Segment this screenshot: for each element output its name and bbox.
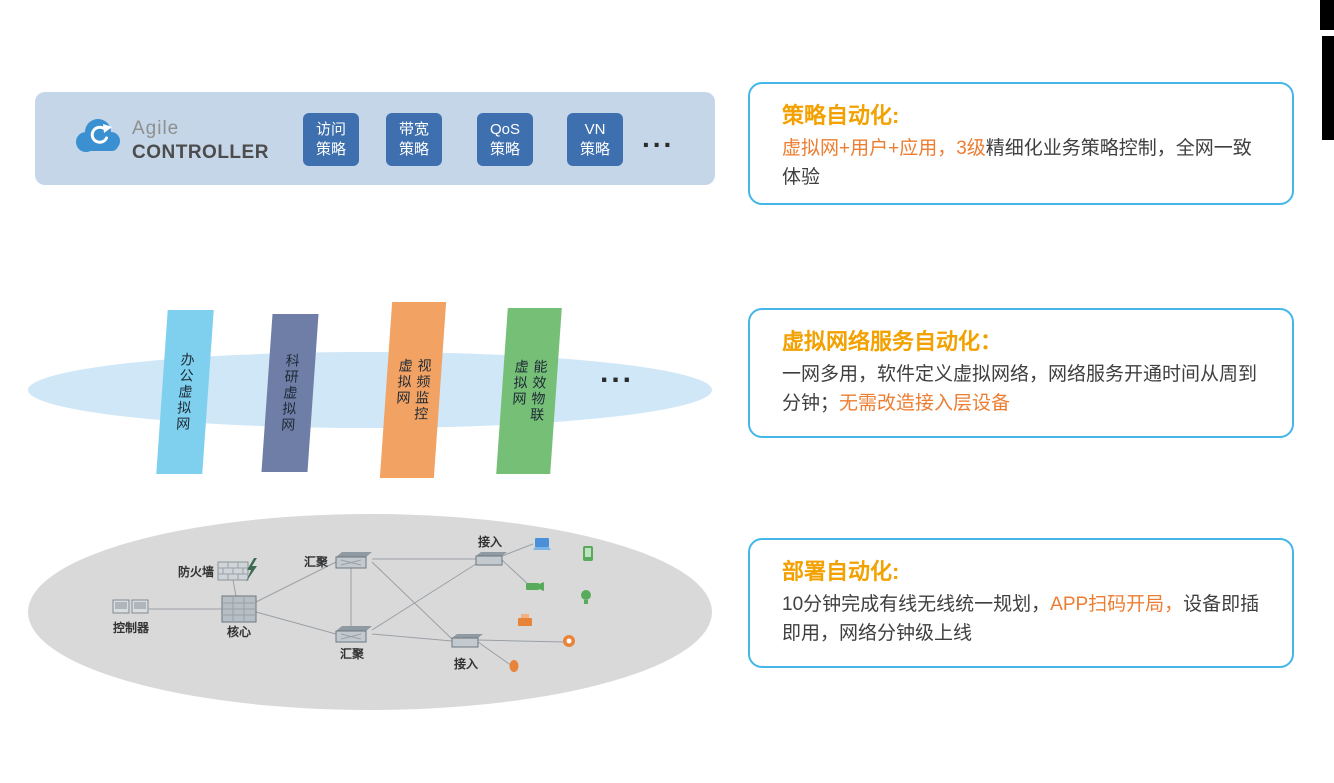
controller-icon <box>112 599 149 614</box>
edge-artifact-bar-top <box>1320 0 1334 30</box>
vn-plane-office-label: 办公虚拟网 <box>174 352 197 432</box>
vn-plane-research-label: 科研虚拟网 <box>279 353 302 433</box>
body-segment: 虚拟网+用户+应用，3级 <box>782 138 986 159</box>
body-segment: 设备即插即用，网络分钟级上线 <box>782 594 1260 644</box>
body-segment: 精细化业务策略控制，全网一致体验 <box>782 138 1252 188</box>
callout-policy-title: 策略自动化: <box>782 103 900 128</box>
callout-policy-body: 虚拟网+用户+应用，3级精细化业务策略控制，全网一致体验 <box>782 135 1270 192</box>
callout-deploy-body: 10分钟完成有线无线统一规划，APP扫码开局，设备即插即用，网络分钟级上线 <box>782 591 1270 648</box>
agg2-label: 汇聚 <box>340 647 365 661</box>
socket-icon <box>563 635 575 647</box>
vn-plane-research: 科研虚拟网 <box>261 314 319 472</box>
virtual-network-layer-ellipse <box>28 352 712 428</box>
brand-lockup: Agile CONTROLLER <box>132 117 269 165</box>
body-segment: 无需改造接入层设备 <box>839 392 1011 414</box>
access2-label: 接入 <box>454 656 478 671</box>
access-switch-2-icon <box>451 634 483 648</box>
callout-vn-service-automation: 虚拟网络服务自动化： 一网多用，软件定义虚拟网络，网络服务开通时间从周到分钟；无… <box>748 308 1294 438</box>
callout-deployment-automation: 部署自动化: 10分钟完成有线无线统一规划，APP扫码开局，设备即插即用，网络分… <box>748 538 1294 668</box>
brand-controller: CONTROLLER <box>132 141 269 163</box>
core-label: 核心 <box>227 624 251 639</box>
tablet-icon <box>583 546 593 561</box>
vn-plane-iot: 能效物联 虚拟网 <box>496 308 562 474</box>
agg-switch-2-icon <box>335 626 372 643</box>
body-segment: 一网多用，软件定义虚拟网络，网络服务开通时间从周到分钟； <box>782 364 1258 414</box>
core-switch-icon <box>221 595 257 623</box>
mouse-icon <box>509 660 519 672</box>
more-policies-ellipsis: ... <box>642 122 675 153</box>
camera-icon <box>526 582 544 591</box>
controller-label: 控制器 <box>113 620 150 635</box>
access-switch-1-icon <box>475 552 507 566</box>
callout-vn-body: 一网多用，软件定义虚拟网络，网络服务开通时间从周到分钟；无需改造接入层设备 <box>782 361 1270 418</box>
callout-deploy-title: 部署自动化: <box>782 559 900 584</box>
callout-policy-automation: 策略自动化: 虚拟网+用户+应用，3级精细化业务策略控制，全网一致体验 <box>748 82 1294 205</box>
vn-plane-video: 视频监控 虚拟网 <box>379 302 447 478</box>
policy-chip-bandwidth: 带宽 策略 <box>386 113 442 166</box>
edge-artifact-bar-side <box>1322 36 1334 140</box>
vn-plane-iot-label: 能效物联 虚拟网 <box>510 359 550 423</box>
agg1-label: 汇聚 <box>304 555 329 569</box>
more-vn-ellipsis: ... <box>600 356 635 389</box>
laptop-icon <box>533 538 551 550</box>
vn-plane-video-label: 视频监控 虚拟网 <box>394 358 434 422</box>
body-segment: 10分钟完成有线无线统一规划， <box>782 594 1051 615</box>
network-topology: 防火墙 控制器 核心 汇聚 <box>112 534 593 672</box>
vn-plane-office: 办公虚拟网 <box>156 310 214 474</box>
agg-switch-1-icon <box>335 552 372 569</box>
body-segment: APP扫码开局， <box>1050 594 1184 615</box>
brand-agile: Agile <box>132 118 180 139</box>
policy-chip-qos: QoS 策略 <box>477 113 533 166</box>
policy-chip-access: 访问 策略 <box>303 113 359 166</box>
callout-vn-title: 虚拟网络服务自动化： <box>782 329 1003 354</box>
firewall-label: 防火墙 <box>178 564 214 579</box>
access1-label: 接入 <box>478 534 502 549</box>
topology-links <box>149 543 565 667</box>
bulb-icon <box>581 590 591 604</box>
policy-chip-vn: VN 策略 <box>567 113 623 166</box>
cloud-icon <box>76 119 120 152</box>
firewall-icon <box>217 558 257 582</box>
printer-icon <box>518 614 532 626</box>
